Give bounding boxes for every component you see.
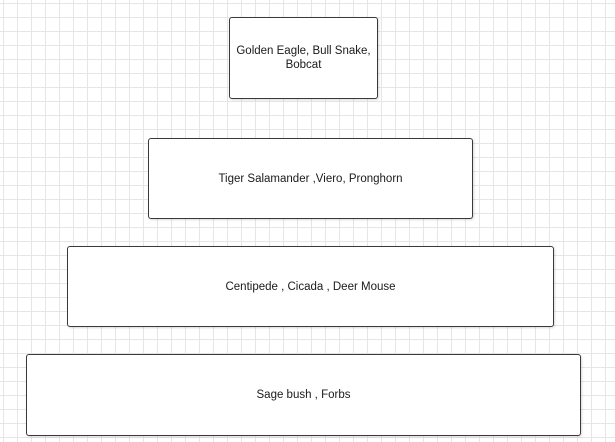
pyramid-level-base: Sage bush , Forbs <box>26 354 581 436</box>
level-label: Golden Eagle, Bull Snake, Bobcat <box>236 45 371 71</box>
pyramid-level-top: Golden Eagle, Bull Snake, Bobcat <box>229 17 378 99</box>
level-label: Tiger Salamander ,Viero, Pronghorn <box>218 172 403 185</box>
level-label: Centipede , Cicada , Deer Mouse <box>225 280 396 293</box>
pyramid-level-third: Centipede , Cicada , Deer Mouse <box>67 246 554 327</box>
level-label: Sage bush , Forbs <box>256 389 351 401</box>
pyramid-level-second: Tiger Salamander ,Viero, Pronghorn <box>148 138 473 219</box>
